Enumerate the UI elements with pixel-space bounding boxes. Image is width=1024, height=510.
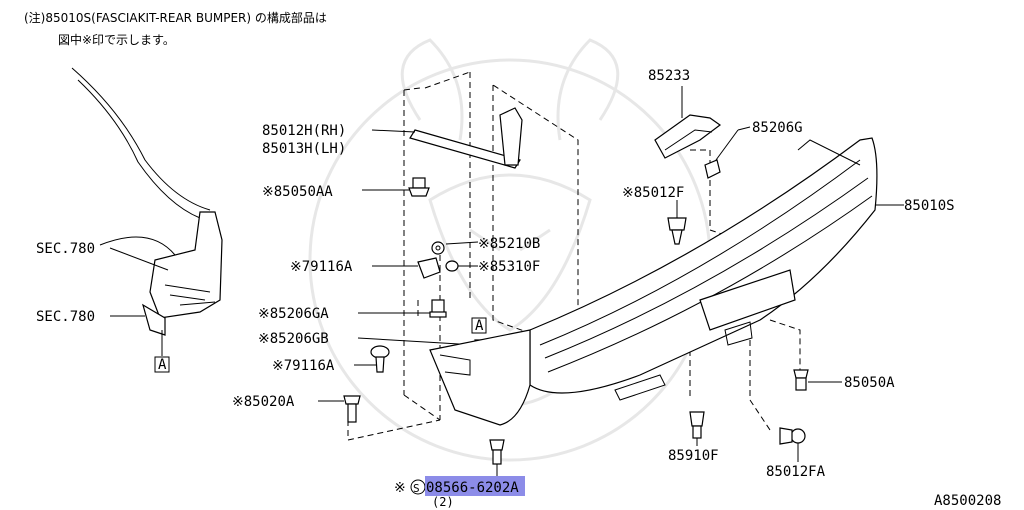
clip-79116a-bottom	[370, 345, 390, 373]
label-sec780-bottom: SEC.780	[36, 309, 95, 325]
leader-85012h	[371, 129, 416, 133]
leader-85210b	[445, 241, 479, 245]
label-ref-a-center: A	[475, 318, 484, 334]
label-08566-number: 08566-6202A	[426, 480, 519, 496]
header-note-line2: 図中※印で示します。	[58, 32, 175, 47]
leader-85206g-tail	[715, 129, 739, 161]
fender-panel	[71, 67, 223, 336]
label-85012h: 85012H(RH)	[262, 123, 346, 139]
label-79116a-top: ※79116A	[290, 259, 353, 275]
highlight-box	[425, 476, 525, 496]
leader-sec780-top	[109, 247, 169, 271]
label-85310f: ※85310F	[478, 259, 540, 275]
label-08566-prefix: ※	[394, 480, 406, 496]
label-85206ga: ※85206GA	[258, 306, 329, 322]
label-85010s: 85010S	[904, 198, 955, 214]
ref-a-center-box	[471, 317, 487, 334]
fastener-85050aa	[408, 177, 430, 197]
label-85013h: 85013H(LH)	[262, 141, 346, 157]
rear-bumper-85010s	[429, 137, 878, 426]
clip-85206ga	[429, 299, 447, 318]
bracket-85233	[654, 114, 722, 159]
label-08566-qty: (2)	[432, 495, 454, 509]
clip-85012f	[667, 217, 687, 245]
bolt-85050a	[793, 369, 809, 391]
clip-85206g	[704, 159, 721, 179]
leader-85206g	[737, 126, 751, 131]
clip-85210b	[431, 241, 445, 255]
leader-85206gb	[357, 337, 477, 346]
label-79116a-bottom: ※79116A	[272, 358, 335, 374]
clip-85310f	[445, 260, 459, 272]
clip-79116a-top	[417, 257, 441, 279]
label-85910f: 85910F	[668, 448, 719, 464]
label-08566-circle: S	[413, 482, 420, 495]
header-note-line1: (注)85010S(FASCIAKIT-REAR BUMPER) の構成部品は	[24, 10, 327, 25]
label-85012f: ※85012F	[622, 185, 684, 201]
label-85050aa: ※85050AA	[262, 184, 333, 200]
bracket-85012h	[409, 107, 523, 169]
bolt-85020a	[343, 395, 361, 423]
label-85050a: 85050A	[844, 375, 895, 391]
screw-08566	[489, 439, 505, 465]
label-85233: 85233	[648, 68, 690, 84]
label-85210b: ※85210B	[478, 236, 540, 252]
label-85206gb: ※85206GB	[258, 331, 329, 347]
clip-85012fa	[779, 427, 806, 445]
label-85020a: ※85020A	[232, 394, 295, 410]
label-85012fa: 85012FA	[766, 464, 826, 480]
label-ref-a-left: A	[158, 357, 167, 373]
label-85206g: 85206G	[752, 120, 803, 136]
label-sec780-top: SEC.780	[36, 241, 95, 257]
ref-a-left-box	[154, 356, 170, 373]
clip-85910f	[689, 411, 705, 439]
diagram-id: A8500208	[934, 493, 1001, 509]
